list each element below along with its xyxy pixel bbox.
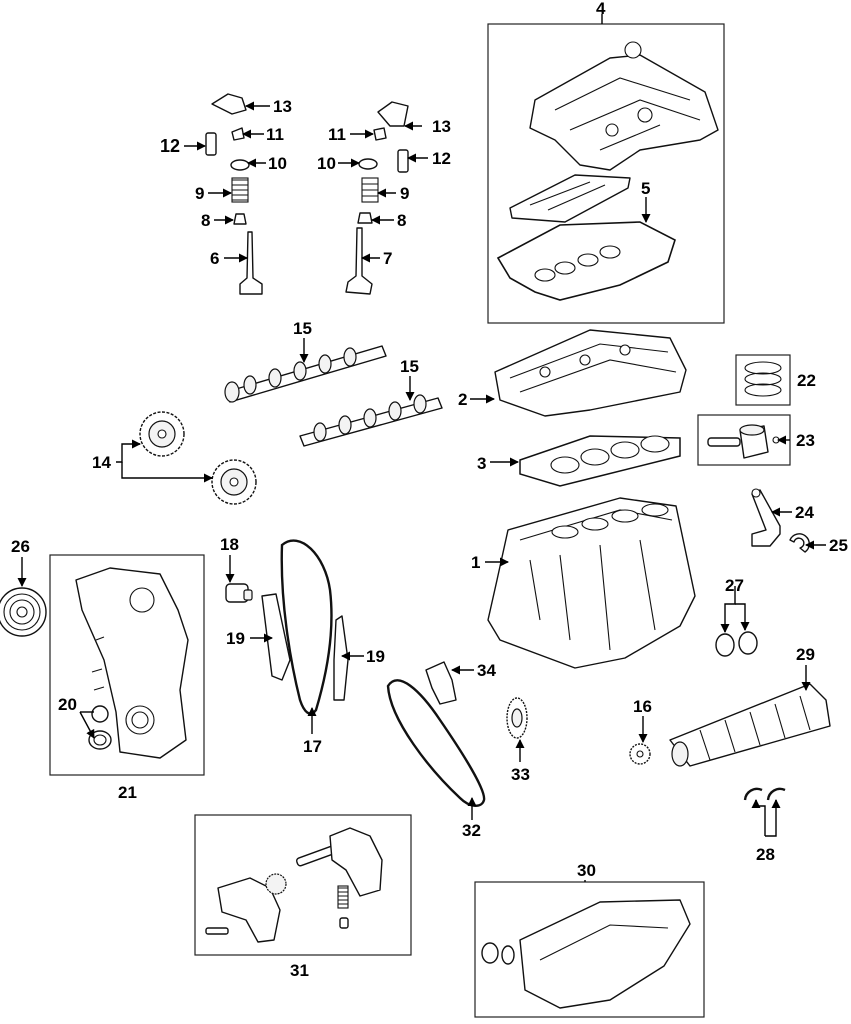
- callout-12-left: 12: [160, 136, 180, 156]
- oil-pump-sprocket-illustration: [506, 697, 528, 739]
- callout-27: 27: [725, 576, 744, 595]
- callout-26: 26: [11, 537, 30, 556]
- engine-block-illustration: [487, 497, 696, 669]
- callout-17: 17: [303, 737, 322, 756]
- callout-19-right: 19: [366, 647, 385, 666]
- callout-9-right: 9: [400, 184, 409, 203]
- callout-6: 6: [210, 249, 219, 268]
- callout-13-left: 13: [273, 97, 292, 116]
- callout-12-right: 12: [432, 149, 451, 168]
- crank-pulley-illustration: [0, 587, 47, 637]
- crank-sprocket-illustration: [629, 743, 651, 765]
- box-timing-cover: [49, 554, 205, 776]
- cam-sprocket-lower-illustration: [211, 459, 257, 505]
- callout-9-left: 9: [195, 184, 204, 203]
- callout-15-lower: 15: [400, 357, 419, 376]
- callout-24: 24: [795, 503, 814, 522]
- callout-25: 25: [829, 536, 848, 555]
- callout-8-right: 8: [397, 211, 406, 230]
- callout-33: 33: [511, 765, 530, 784]
- callout-4: 4: [596, 0, 606, 18]
- oil-chain-guide-illustration: [425, 661, 457, 705]
- chain-guide-right-illustration: [333, 615, 349, 701]
- front-seal-illustration: [88, 705, 112, 750]
- callout-19-left: 19: [226, 629, 245, 648]
- head-gasket-illustration: [519, 435, 681, 487]
- callout-20: 20: [58, 695, 77, 714]
- main-bearings-illustration: [715, 631, 758, 657]
- cylinder-head-illustration: [494, 329, 687, 417]
- oil-pump-chain-illustration: [386, 679, 486, 807]
- callout-34: 34: [477, 661, 496, 680]
- piston-rings-illustration: [744, 361, 782, 397]
- callout-16: 16: [633, 697, 652, 716]
- callout-30: 30: [577, 861, 596, 880]
- callout-15-upper: 15: [293, 319, 312, 338]
- callout-8-left: 8: [201, 211, 210, 230]
- callout-11-right: 11: [328, 125, 346, 144]
- piston-illustration: [707, 424, 780, 459]
- callout-14: 14: [92, 453, 111, 472]
- callout-3: 3: [477, 454, 486, 473]
- callout-28: 28: [756, 845, 775, 864]
- callout-2: 2: [458, 390, 467, 409]
- camshaft-upper-illustration: [224, 345, 387, 403]
- chain-guide-left-illustration: [261, 593, 291, 681]
- callout-10-left: 10: [268, 154, 287, 173]
- box-valve-cover-group: [487, 23, 725, 324]
- callout-31: 31: [290, 961, 309, 980]
- thrust-washers-illustration: [743, 787, 786, 801]
- connecting-rod-illustration: [751, 488, 781, 547]
- camshaft-lower-illustration: [299, 394, 443, 447]
- box-piston-rings: [735, 354, 791, 406]
- cam-sprocket-upper-illustration: [139, 411, 185, 457]
- callout-10-right: 10: [317, 154, 336, 173]
- valve-cover-baffle-illustration: [509, 174, 631, 223]
- callout-7: 7: [383, 249, 392, 268]
- rod-bearing-illustration: [789, 533, 810, 553]
- callout-21: 21: [118, 783, 137, 802]
- callout-18: 18: [220, 535, 239, 554]
- callout-1: 1: [471, 553, 480, 572]
- callout-22: 22: [797, 371, 816, 390]
- callout-32: 32: [462, 821, 481, 840]
- timing-cover-illustration: [75, 567, 189, 759]
- timing-chain-illustration: [280, 539, 333, 715]
- oil-pan-illustration: [481, 899, 691, 1009]
- valve-train-right-illustration: [345, 101, 409, 295]
- oil-pump-illustration: [205, 827, 383, 943]
- box-oil-pump: [194, 814, 412, 956]
- callout-13-right: 13: [432, 117, 451, 136]
- chain-tensioner-illustration: [225, 583, 253, 603]
- crankshaft-illustration: [669, 683, 831, 767]
- callout-23: 23: [796, 431, 815, 450]
- callout-5: 5: [641, 179, 650, 198]
- callout-29: 29: [796, 645, 815, 664]
- valve-cover-illustration: [529, 41, 719, 171]
- callout-11-left: 11: [266, 125, 284, 144]
- valve-cover-gasket-illustration: [496, 221, 676, 301]
- box-oil-pan: [474, 881, 705, 1018]
